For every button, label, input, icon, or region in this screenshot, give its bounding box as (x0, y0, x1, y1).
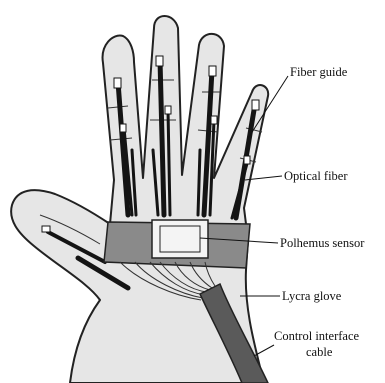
label-control-interface: Control interface (274, 329, 359, 343)
label-lycra-glove: Lycra glove (282, 289, 342, 303)
label-cable: cable (306, 345, 333, 359)
label-fiber-guide: Fiber guide (290, 65, 348, 79)
label-optical-fiber: Optical fiber (284, 169, 348, 183)
label-polhemus-sensor: Polhemus sensor (280, 236, 365, 250)
